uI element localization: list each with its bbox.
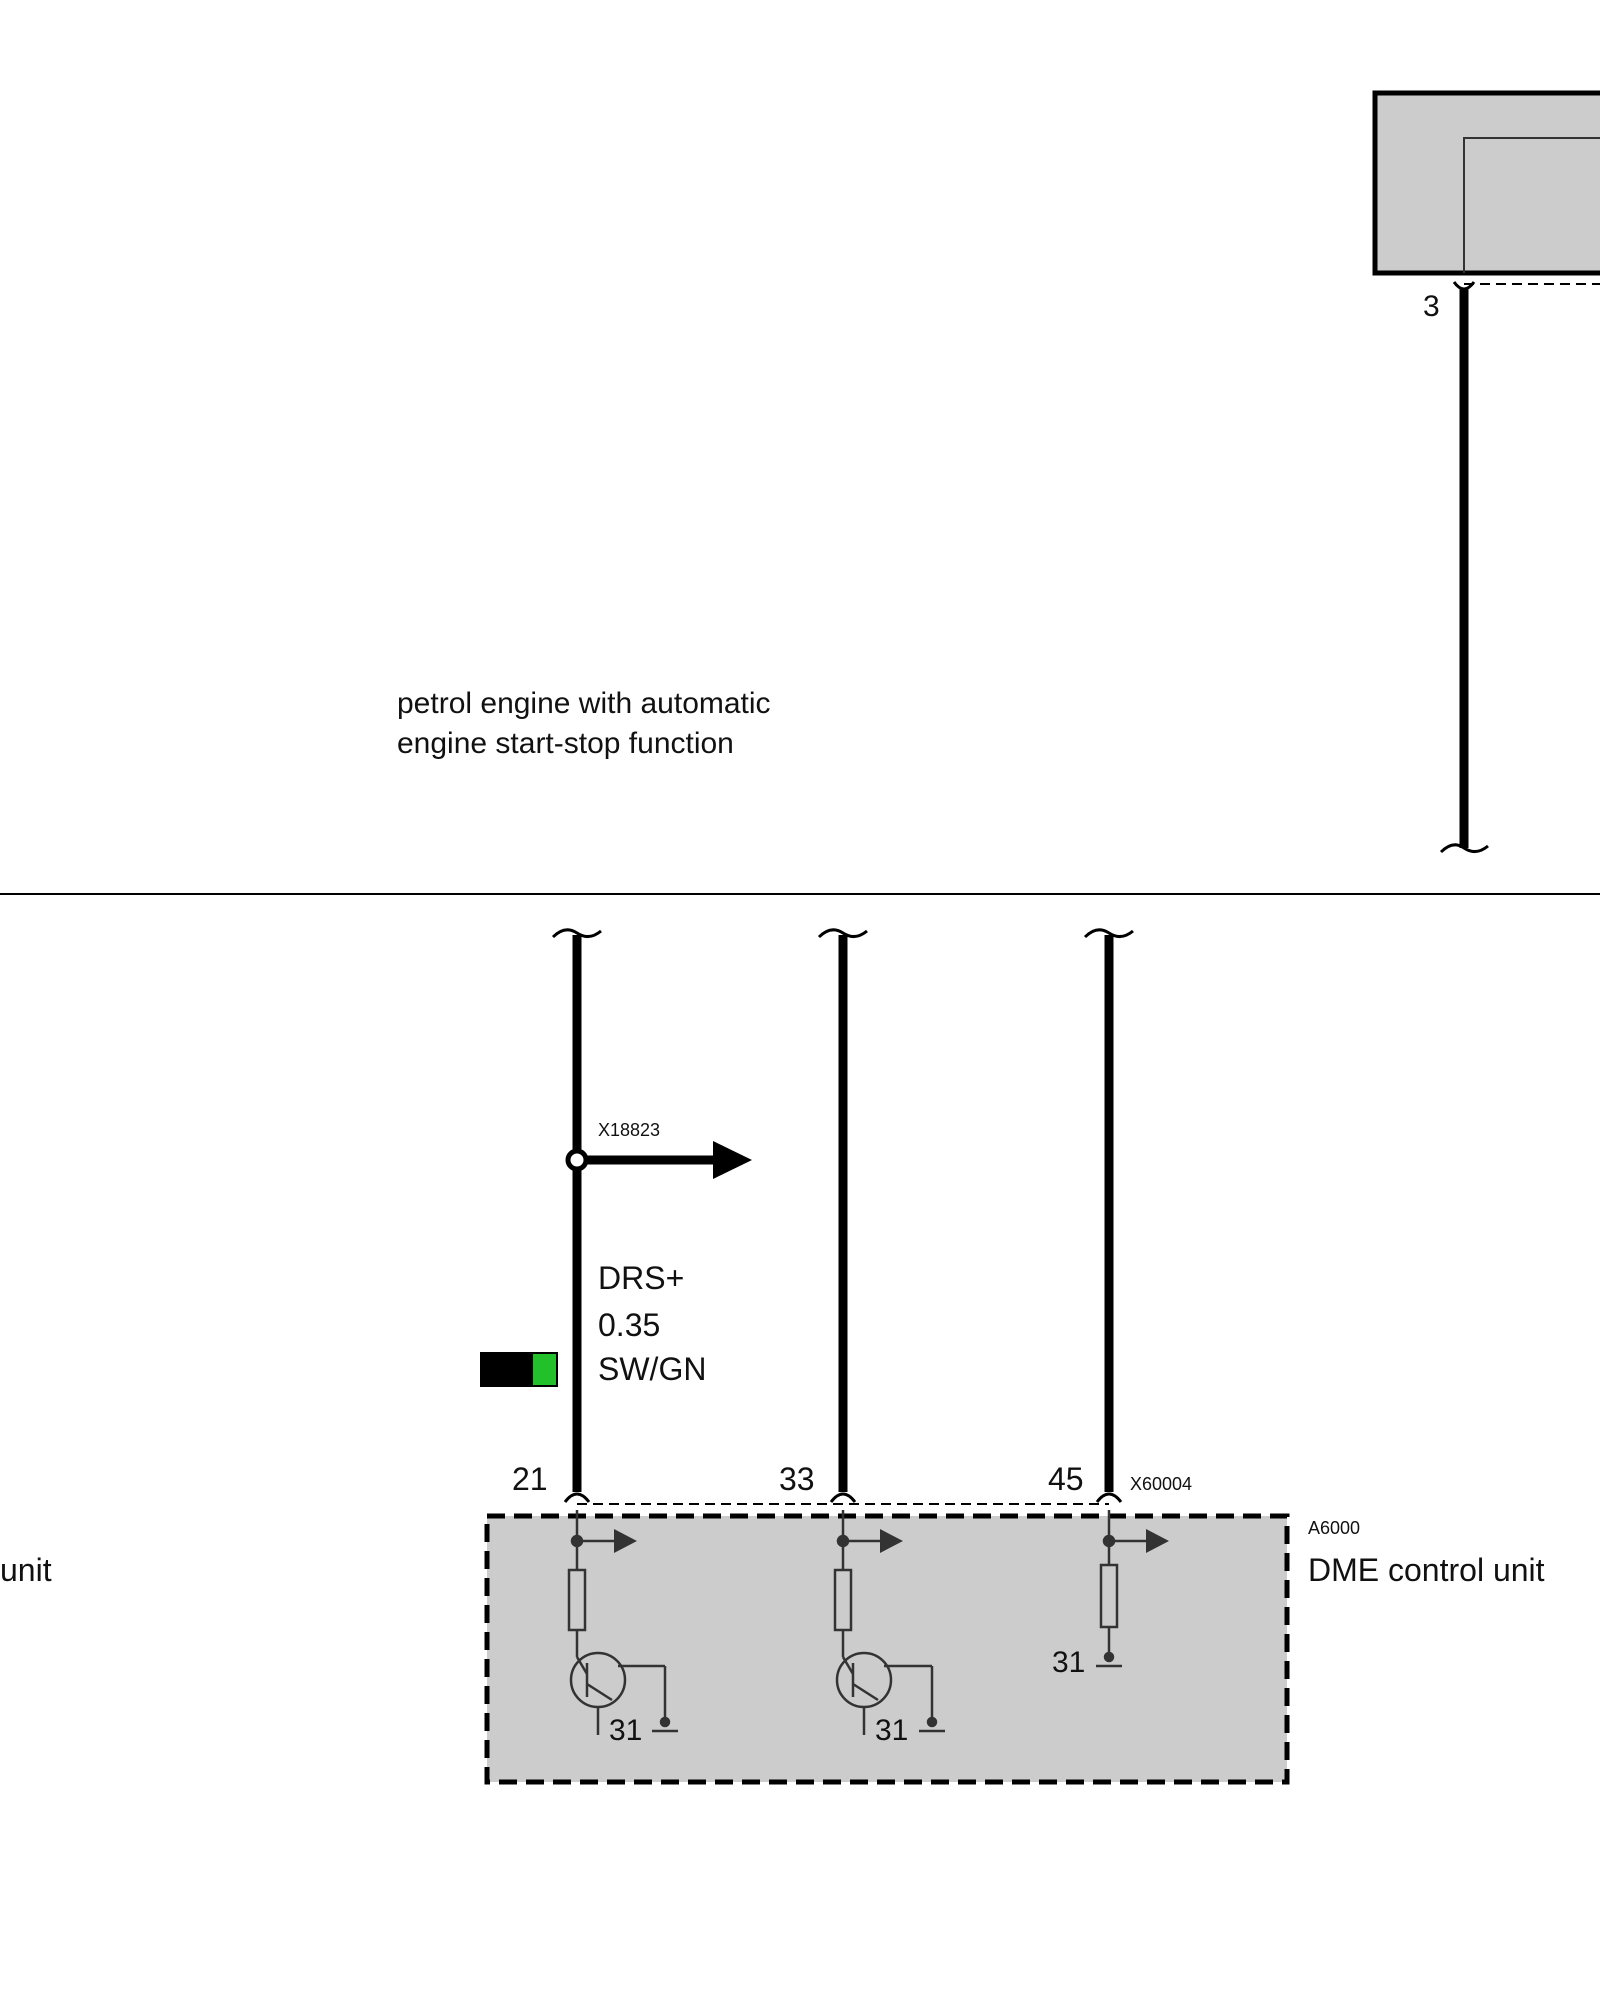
- splice-node: [565, 1148, 589, 1172]
- branch-arrow-head: [713, 1141, 752, 1179]
- branch-x18823: X18823: [565, 1120, 752, 1179]
- note-line-2: engine start-stop function: [397, 727, 734, 760]
- top-component-inner-line: [1463, 137, 1600, 273]
- swatch-secondary-color: [533, 1353, 557, 1386]
- top-component-housing: [1372, 90, 1600, 276]
- wire-break-mark: [817, 928, 868, 939]
- wire-cross-section-label: 0.35: [598, 1307, 660, 1343]
- wire-pin-33: [817, 928, 868, 1492]
- pin-terminal: [829, 1492, 857, 1503]
- ground-node: [926, 1716, 938, 1728]
- dme-housing: [484, 1513, 1290, 1785]
- wire-signal-label: DRS+: [598, 1260, 684, 1296]
- wire-color-code-label: SW/GN: [598, 1351, 706, 1387]
- dme-name-label: DME control unit: [1308, 1552, 1545, 1588]
- swatch-outline: [480, 1352, 558, 1387]
- pin-label-33: 33: [779, 1461, 815, 1497]
- note-line-1: petrol engine with automatic: [397, 687, 771, 720]
- ground-node: [659, 1716, 671, 1728]
- transistor-collector: [841, 1656, 855, 1675]
- ground-node: [1103, 1651, 1115, 1663]
- top-wire-break: [1439, 843, 1489, 854]
- wire-break-mark: [551, 928, 602, 939]
- internal-arrow: [880, 1529, 903, 1553]
- internal-arrow: [614, 1529, 637, 1553]
- pin-label-45: 45: [1048, 1461, 1084, 1497]
- top-pin-label: 3: [1423, 290, 1440, 323]
- ground-label: 31: [1052, 1646, 1085, 1679]
- transistor-collector: [575, 1656, 589, 1675]
- ground-label: 31: [609, 1714, 642, 1747]
- wire-pin-21: [551, 928, 602, 1492]
- dme-ref-label: A6000: [1308, 1518, 1360, 1538]
- pin-terminal: [1095, 1492, 1123, 1503]
- swatch-primary-color: [481, 1353, 533, 1386]
- wire-color-swatch: [480, 1352, 558, 1387]
- connector-x60004-label: X60004: [1130, 1474, 1192, 1494]
- pin-terminal: [563, 1492, 591, 1503]
- transistor-emitter: [852, 1682, 879, 1702]
- internal-circuit-pin-21: [567, 1510, 678, 1735]
- wire-break-mark: [1083, 928, 1134, 939]
- left-cut-unit-label: unit: [0, 1552, 52, 1588]
- dme-control-unit: A6000 DME control unit unit 31: [0, 1510, 1545, 1785]
- ground-label: 31: [875, 1714, 908, 1747]
- wire-pin-45: [1083, 928, 1134, 1492]
- internal-arrow: [1146, 1529, 1169, 1553]
- top-component: 3: [1372, 90, 1600, 854]
- internal-circuit-pin-33: [833, 1510, 945, 1735]
- connector-x60004: 21 33 45 X60004: [512, 1461, 1192, 1505]
- internal-circuit-pin-45: [1096, 1510, 1169, 1668]
- transistor-emitter: [586, 1682, 613, 1702]
- pin-label-21: 21: [512, 1461, 548, 1497]
- connector-ref-label: X18823: [598, 1120, 660, 1140]
